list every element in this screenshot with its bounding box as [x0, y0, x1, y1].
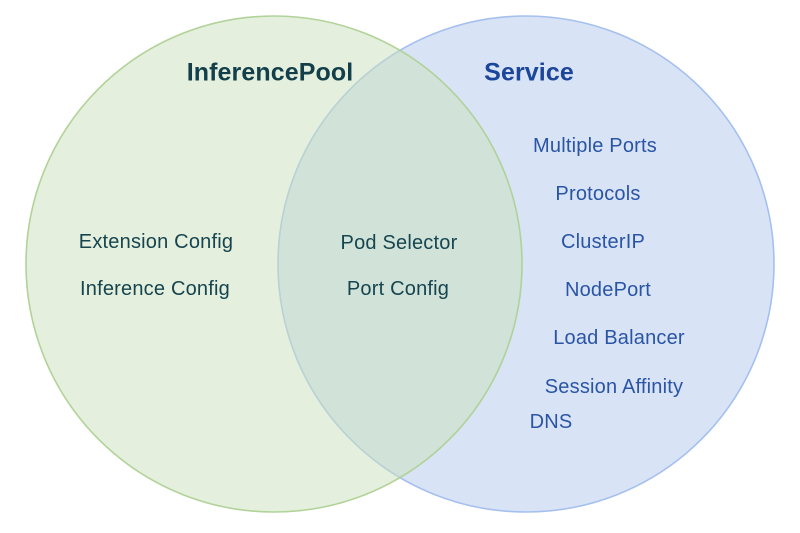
left-set-item: Inference Config [80, 278, 230, 300]
right-set-item: Session Affinity [544, 376, 684, 398]
left-set-item: Extension Config [78, 231, 234, 253]
right-set-item: Load Balancer [553, 327, 685, 349]
right-set-item: DNS [529, 411, 573, 433]
left-set-title: InferencePool [186, 58, 354, 87]
right-set-title: Service [484, 58, 574, 87]
right-set-item: Multiple Ports [533, 135, 657, 157]
right-set-item: Protocols [555, 183, 641, 205]
intersection-item: Pod Selector [340, 232, 458, 254]
right-set-item: NodePort [564, 279, 652, 301]
right-set-item: ClusterIP [560, 231, 646, 253]
intersection-item: Port Config [346, 278, 450, 300]
inferencepool-circle [25, 15, 523, 513]
